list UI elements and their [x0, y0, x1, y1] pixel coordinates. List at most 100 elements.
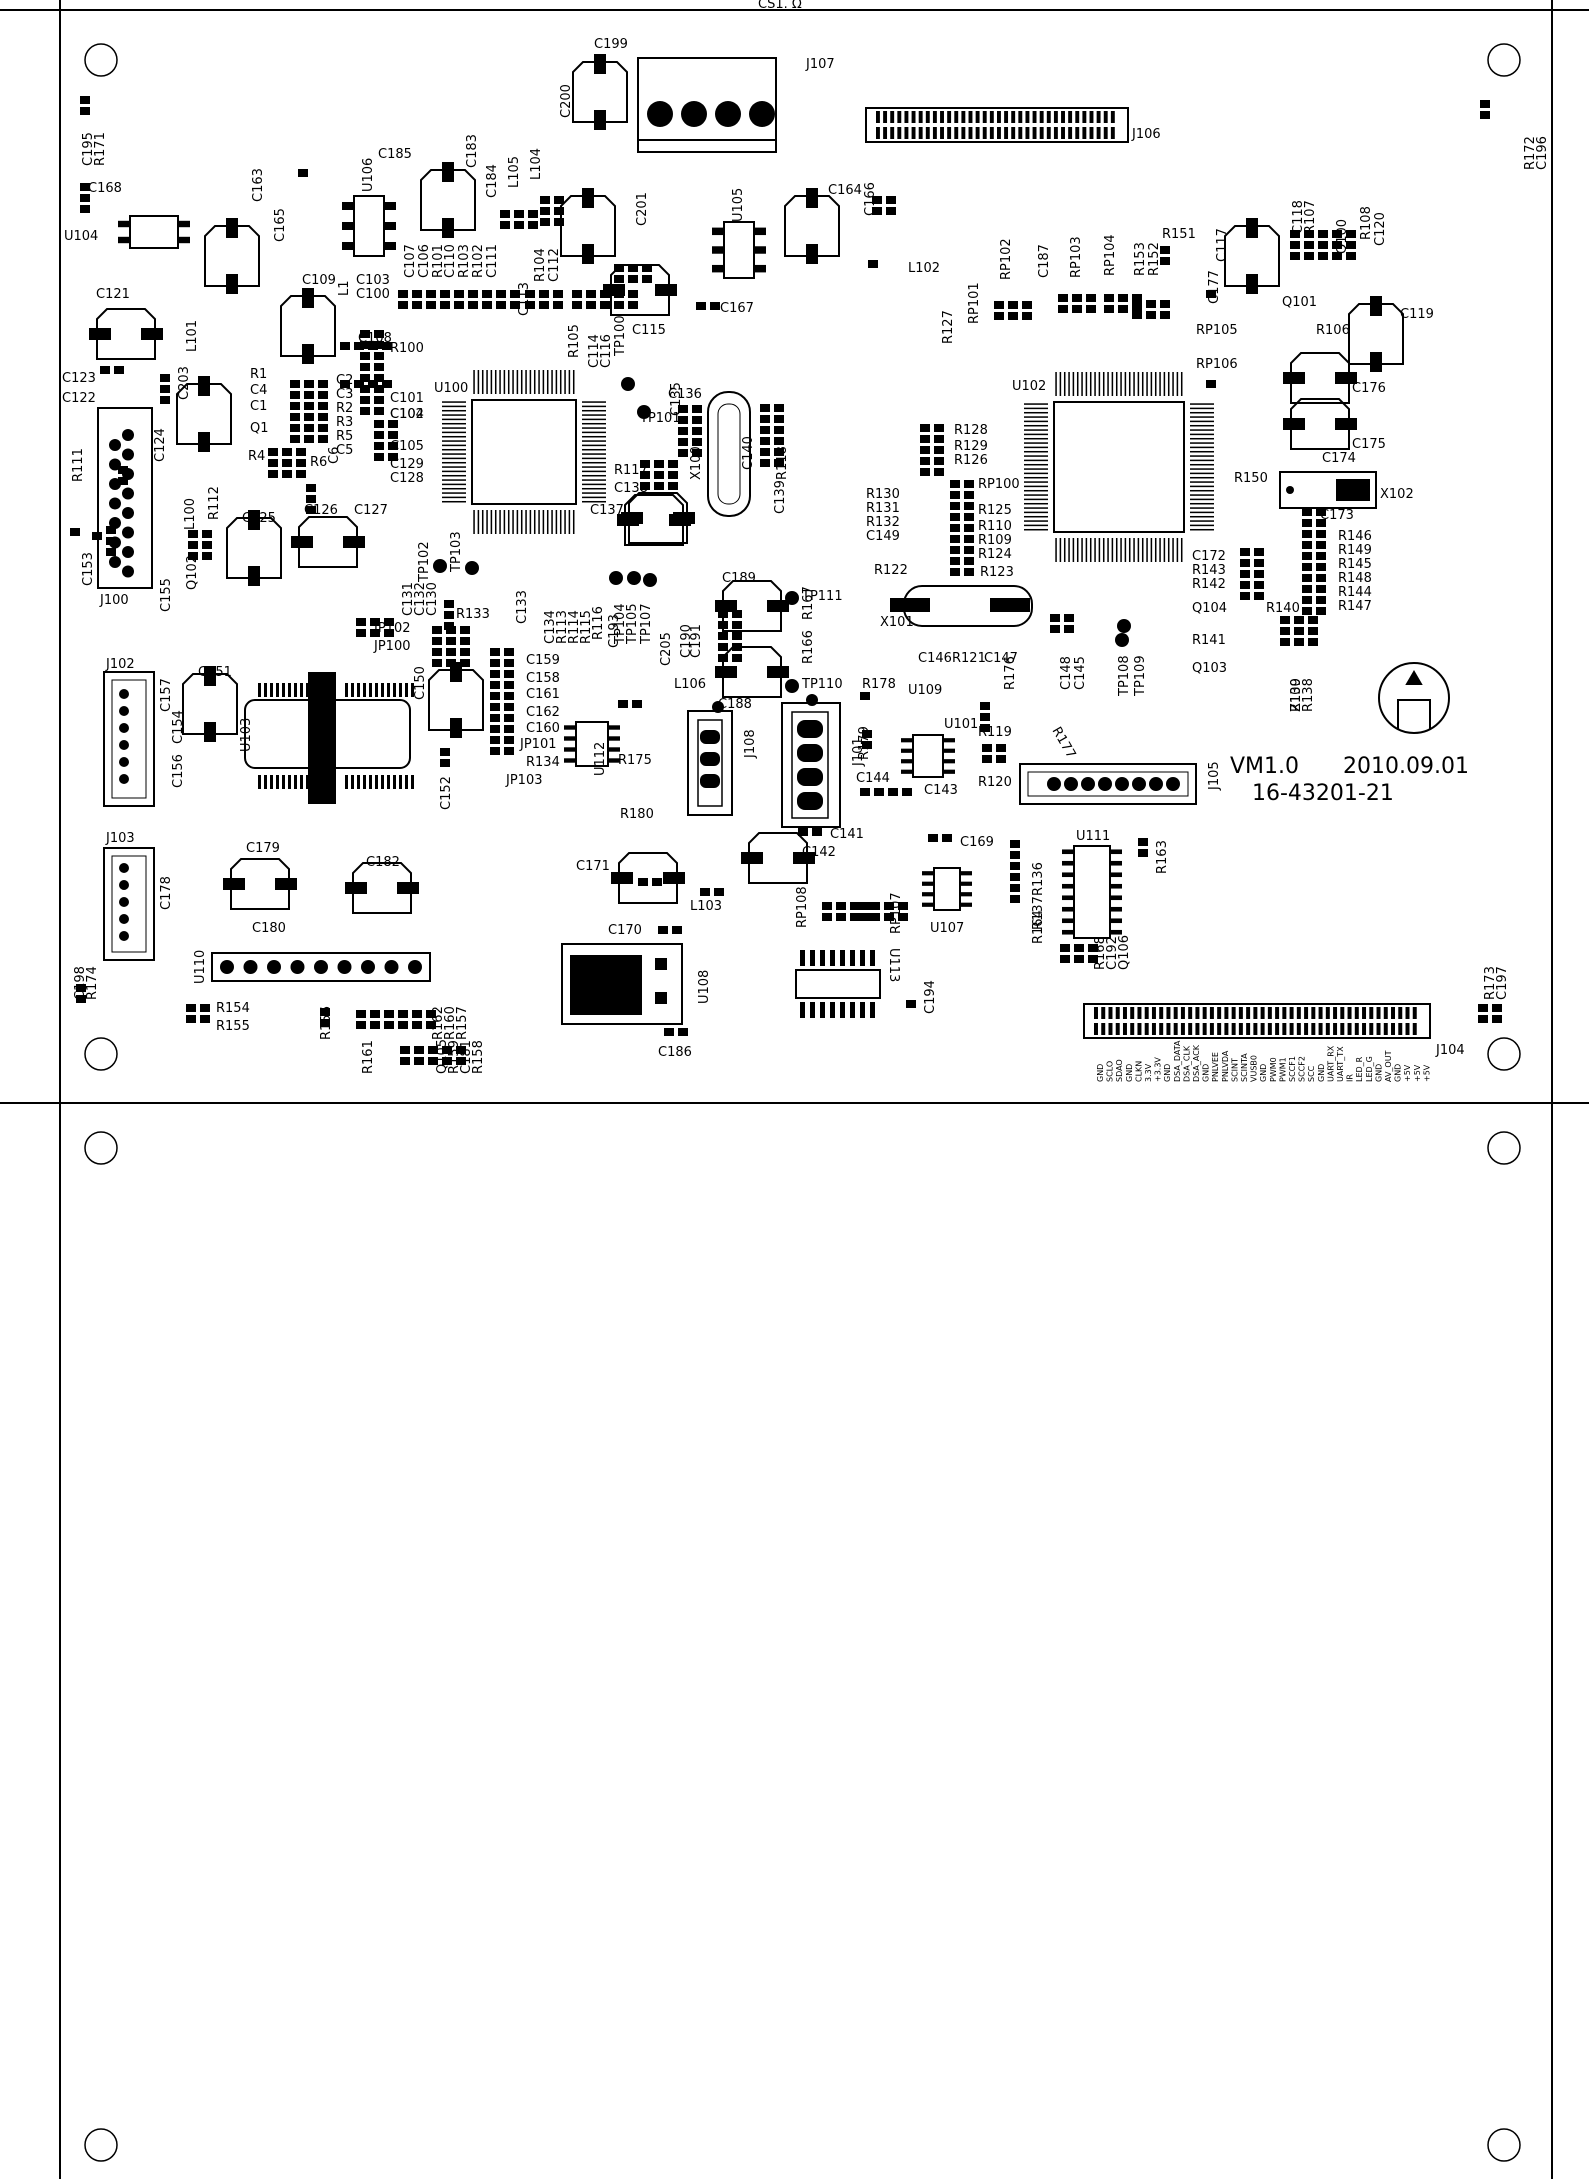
electrolytic-capacitor — [722, 580, 782, 632]
j104-pin-label: GND — [1202, 1064, 1211, 1082]
ref-label: R160 — [443, 1006, 458, 1040]
smd-pad — [920, 468, 930, 476]
smd-pad — [482, 301, 492, 309]
smd-pad — [490, 714, 500, 722]
smd-pad — [1294, 616, 1304, 624]
mounting-hole — [84, 43, 118, 77]
connector-j100 — [97, 407, 153, 589]
smd-pad — [994, 301, 1004, 309]
ref-label: C179 — [246, 841, 280, 856]
smd-pad — [528, 210, 538, 218]
smd-pad — [1010, 884, 1020, 892]
ref-label: R172 — [1523, 136, 1538, 170]
smd-pad — [640, 482, 650, 490]
smd-pad — [678, 1028, 688, 1036]
smd-pad — [426, 1010, 436, 1018]
ref-label: C161 — [526, 687, 560, 702]
smd-pad — [444, 600, 454, 608]
smd-pad — [384, 629, 394, 637]
ref-label: C193 — [607, 614, 622, 648]
ref-label: RP105 — [1196, 323, 1238, 338]
ref-label: TP103 — [449, 531, 464, 573]
ref-label: C147 — [984, 651, 1018, 666]
ref-label: R105 — [567, 324, 582, 358]
electrolytic-capacitor — [204, 225, 260, 287]
smd-pad — [692, 416, 702, 424]
smd-pad — [374, 442, 384, 450]
smd-pad — [412, 1021, 422, 1029]
header-text: CS1. Ω — [758, 0, 802, 12]
test-point — [785, 591, 799, 605]
smd-pad — [510, 290, 520, 298]
smd-pad — [1118, 294, 1128, 302]
ref-label: C143 — [924, 783, 958, 798]
ref-label: C188 — [718, 697, 752, 712]
electrolytic-capacitor — [572, 61, 628, 123]
j104-pin-label: SCINT — [1230, 1058, 1239, 1082]
smd-pad — [1290, 252, 1300, 260]
smd-pad — [572, 301, 582, 309]
ref-label: RP103 — [1069, 236, 1084, 278]
smd-pad — [1294, 638, 1304, 646]
smd-pad — [500, 210, 510, 218]
smd-pad — [860, 692, 870, 700]
smd-pad — [856, 902, 866, 910]
ref-label: C192 — [1105, 936, 1120, 970]
smd-pad — [934, 468, 944, 476]
ref-label: C178 — [159, 876, 174, 910]
ref-label: JP100 — [373, 639, 411, 654]
smd-pad — [1332, 230, 1342, 238]
ref-label: C5 — [336, 443, 353, 458]
smd-pad — [1308, 627, 1318, 635]
smd-pad — [718, 654, 728, 662]
ref-label: L101 — [185, 320, 200, 352]
electrolytic-capacitor — [280, 295, 336, 357]
j104-pin-label: PWM0 — [1269, 1057, 1278, 1082]
smd-pad — [412, 290, 422, 298]
j104-pin-label: 3.3V — [1144, 1063, 1153, 1082]
ref-label: R167 — [801, 586, 816, 620]
ref-label: R106 — [1316, 323, 1350, 338]
ref-label: R122 — [874, 563, 908, 578]
ref-label: JP101 — [519, 737, 557, 752]
ref-label: C122 — [62, 391, 96, 406]
ref-label: C121 — [96, 287, 130, 302]
smd-pad — [320, 1008, 330, 1016]
smd-pad — [306, 484, 316, 492]
smd-pad — [400, 1046, 410, 1054]
electrolytic-capacitor — [1224, 225, 1280, 287]
smd-pad — [304, 424, 314, 432]
smd-pad — [440, 759, 450, 767]
ref-label: R174 — [85, 966, 100, 1000]
smd-pad — [426, 290, 436, 298]
mounting-hole — [84, 1131, 118, 1165]
smd-pad — [1316, 530, 1326, 538]
smd-pad — [76, 995, 86, 1003]
smd-pad — [412, 301, 422, 309]
smd-pad — [1316, 519, 1326, 527]
smd-pad — [80, 183, 90, 191]
electrolytic-capacitor — [560, 195, 616, 257]
smd-pad — [628, 275, 638, 283]
ref-label: C1 — [250, 399, 267, 414]
smd-pad — [678, 427, 688, 435]
ref-label: C201 — [635, 192, 650, 226]
smd-pad — [600, 301, 610, 309]
ref-label: Q104 — [1192, 601, 1227, 616]
ref-label: R116 — [591, 606, 606, 640]
smd-pad — [732, 654, 742, 662]
ref-label: C177 — [1207, 270, 1222, 304]
ref-label: C187 — [1037, 244, 1052, 278]
j104-pin-label: LED_R — [1355, 1056, 1364, 1082]
connector-u110 — [211, 952, 431, 982]
smd-pad — [898, 902, 908, 910]
crystal-x101 — [890, 585, 1033, 627]
ref-label: C203 — [177, 366, 192, 400]
smd-pad — [432, 637, 442, 645]
ref-label: C136 — [668, 387, 702, 402]
smd-pad — [368, 342, 378, 350]
connector-j105 — [1019, 763, 1197, 805]
ref-label: C108 — [358, 331, 392, 346]
j104-pin-label: +5V — [1413, 1064, 1422, 1082]
smd-pad — [1254, 559, 1264, 567]
